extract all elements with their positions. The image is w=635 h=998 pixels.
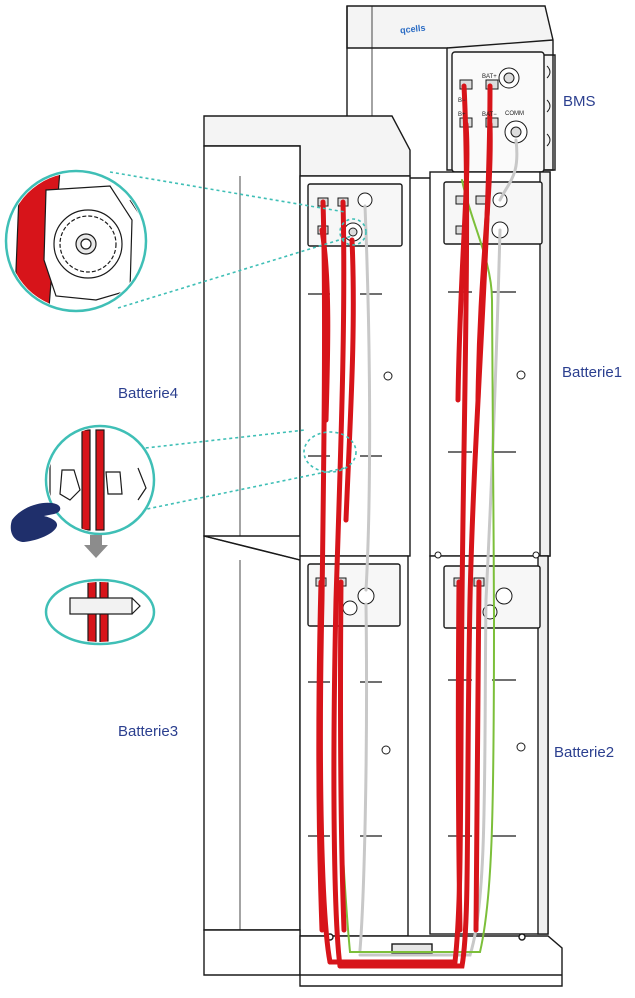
terminal-detail-callout	[4, 169, 148, 313]
hand-press-icon	[10, 502, 61, 542]
base-plinth	[203, 929, 563, 987]
cable-clip-closed-callout	[44, 578, 156, 646]
communication-cables	[358, 138, 519, 957]
port-label-b-minus: B−	[458, 98, 466, 104]
port-label-b-plus: B+	[458, 112, 466, 118]
label-battery4: Batterie4	[118, 385, 179, 402]
label-battery2: Batterie2	[554, 744, 615, 761]
label-battery1: Batterie1	[562, 364, 623, 381]
port-label-comm: COMM	[505, 111, 524, 117]
right-tower	[346, 5, 556, 935]
left-tower	[203, 115, 411, 937]
ground-cables	[339, 179, 496, 953]
port-label-bat-minus: BAT−	[482, 112, 497, 118]
cable-tie-highlight	[303, 431, 357, 473]
arrow-down-icon	[84, 535, 108, 558]
terminal-highlight	[339, 218, 367, 246]
cable-clip-detail-callout	[44, 424, 156, 536]
port-label-bat-plus: BAT+	[482, 74, 497, 80]
label-battery3: Batterie3	[118, 723, 179, 740]
label-bms: BMS	[563, 93, 596, 110]
power-cables	[316, 83, 493, 969]
